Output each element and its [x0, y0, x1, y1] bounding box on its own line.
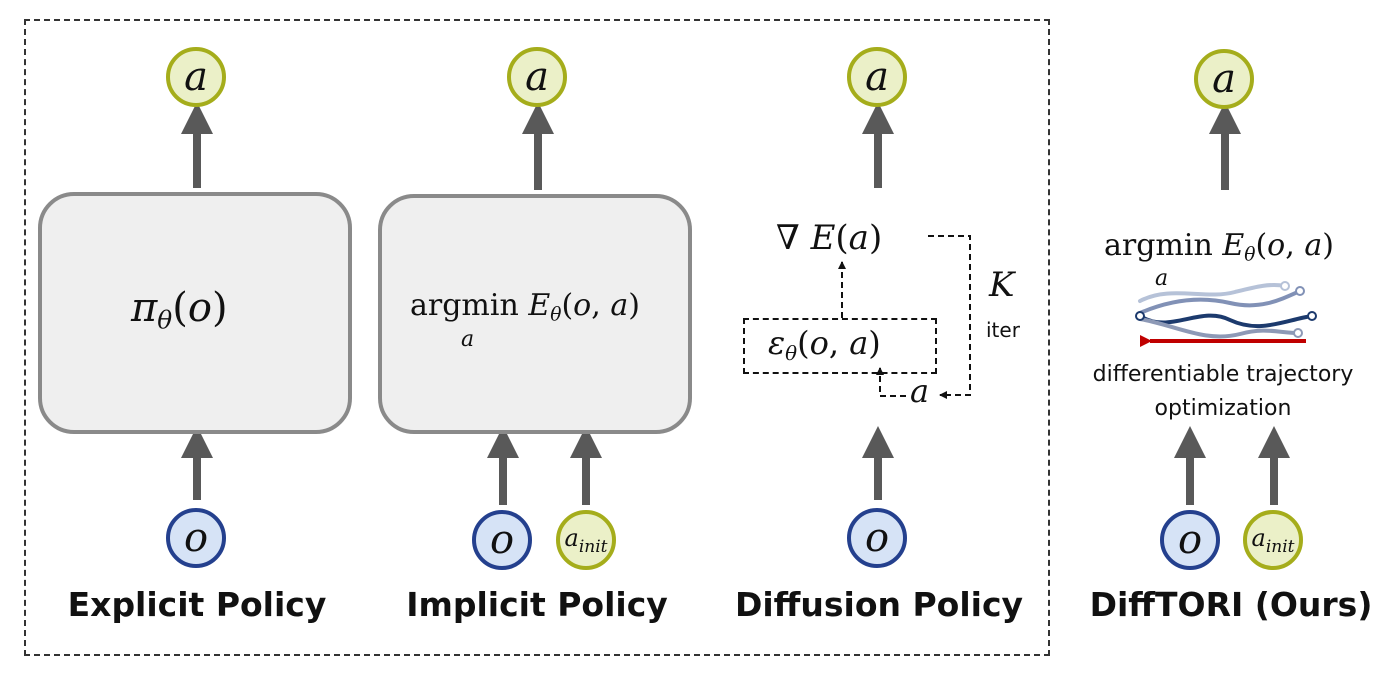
implicit-caption: Implicit Policy: [406, 585, 668, 624]
explicit-observation-node: o: [166, 508, 226, 568]
explicit-caption: Explicit Policy: [67, 585, 327, 624]
implicit-init-action-node: ainit: [556, 510, 616, 570]
explicit-formula: πθ(o): [131, 285, 228, 335]
diffusion-iter-label: iter: [986, 318, 1020, 342]
implicit-observation-node: o: [472, 510, 532, 570]
baselines-frame: [24, 19, 1050, 656]
difftori-note-line1: differentiable trajectory: [1092, 362, 1354, 387]
grad-loop-arrow: [928, 235, 971, 399]
implicit-formula-sub: a: [461, 327, 475, 352]
a-to-eps-arrow: [876, 367, 906, 397]
difftori-formula: argmin Eθ(o, a): [1104, 228, 1334, 266]
difftori-observation-node: o: [1160, 510, 1220, 570]
difftori-formula-sub: a: [1155, 266, 1169, 291]
implicit-policy-box: [378, 194, 692, 434]
difftori-action-label: a: [1212, 56, 1236, 102]
difftori-action-node: a: [1194, 49, 1254, 109]
implicit-formula: argmin Eθ(o, a): [410, 288, 640, 326]
difftori-init-action-label: ainit: [1251, 523, 1295, 557]
explicit-policy-box: [38, 192, 352, 434]
diffusion-action-node: a: [847, 47, 907, 107]
implicit-init-action-label: ainit: [564, 523, 608, 557]
diffusion-action-label: a: [865, 54, 889, 100]
explicit-action-label: a: [184, 54, 208, 100]
diffusion-k-label: K: [989, 265, 1015, 305]
explicit-observation-label: o: [183, 515, 209, 561]
difftori-init-action-node: ainit: [1243, 510, 1303, 570]
trajectory-curves-icon: [1135, 281, 1317, 339]
diffusion-caption: Diffusion Policy: [734, 585, 1024, 624]
diffusion-grad-energy: ∇ E(a): [776, 218, 883, 258]
diffusion-observation-node: o: [847, 508, 907, 568]
diffusion-noise-net-box: [743, 318, 937, 374]
implicit-action-node: a: [507, 47, 567, 107]
diffusion-noise-formula: εθ(o, a): [768, 324, 881, 365]
diffusion-observation-label: o: [864, 515, 890, 561]
difftori-caption: DiffTORI (Ours): [1089, 585, 1373, 624]
diffusion-loop-action: a: [910, 372, 930, 410]
difftori-note-line2: optimization: [1154, 396, 1292, 421]
implicit-action-label: a: [525, 54, 549, 100]
implicit-observation-label: o: [489, 517, 515, 563]
difftori-observation-label: o: [1177, 517, 1203, 563]
explicit-action-node: a: [166, 47, 226, 107]
